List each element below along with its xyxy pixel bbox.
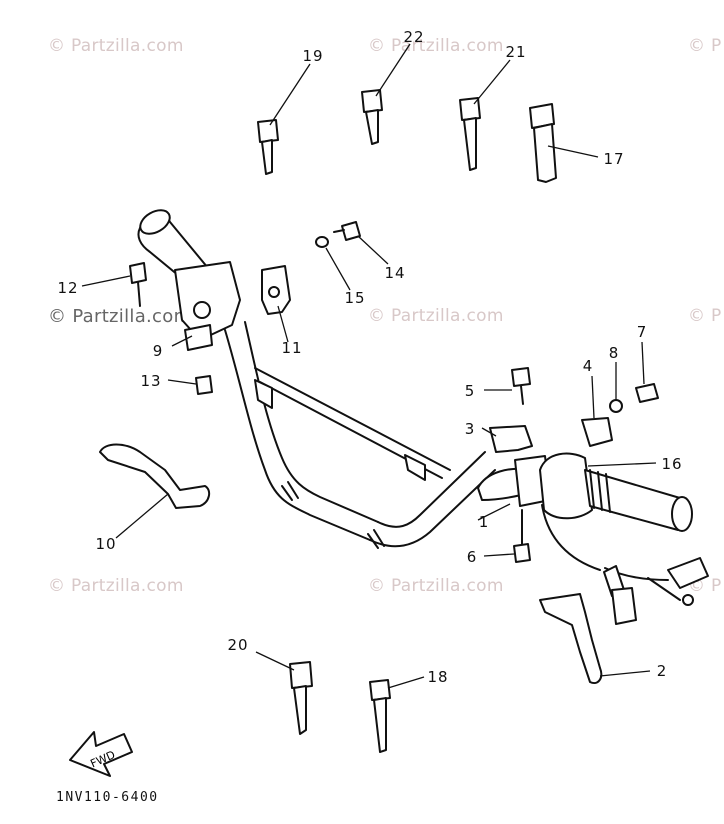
callout-11: 11 [281, 339, 303, 357]
callout-16: 16 [661, 455, 683, 473]
leader-lines [81, 43, 657, 689]
handlebar [129, 209, 709, 625]
callout-4: 4 [582, 357, 594, 375]
cable-tie-18 [369, 679, 391, 753]
brake-lever [539, 593, 603, 684]
callout-7: 7 [636, 323, 648, 341]
callout-1: 1 [478, 513, 490, 531]
cable-tie-19 [257, 119, 279, 175]
watermark: © Partzilla.com [48, 36, 184, 56]
watermark: © Partzilla.com [48, 306, 192, 327]
callout-5: 5 [464, 382, 476, 400]
cable-tie-22 [361, 89, 383, 145]
fwd-arrow-icon: FWD [69, 731, 133, 777]
drawing-number: 1NV110-6400 [56, 790, 159, 805]
callout-15: 15 [344, 289, 366, 307]
callout-19: 19 [302, 47, 324, 65]
callout-2: 2 [656, 662, 668, 680]
callout-8: 8 [608, 344, 620, 362]
watermark: © Partzilla.com [48, 576, 184, 596]
callout-22: 22 [403, 28, 425, 46]
callout-14: 14 [384, 264, 406, 282]
watermark: © P [688, 36, 722, 56]
cable-tie-21 [459, 97, 481, 171]
callout-9: 9 [152, 342, 164, 360]
clutch-lever [99, 443, 211, 509]
callout-12: 12 [57, 279, 79, 297]
callout-10: 10 [95, 535, 117, 553]
cable-tie-17 [529, 103, 557, 183]
cable-tie-20 [289, 661, 313, 735]
callout-13: 13 [140, 372, 162, 390]
callout-20: 20 [227, 636, 249, 654]
watermark: © Partzilla.com [368, 36, 504, 56]
watermark: © Partzilla.com [368, 576, 504, 596]
callout-3: 3 [464, 420, 476, 438]
watermark: © P [688, 306, 722, 326]
callout-17: 17 [603, 150, 625, 168]
callout-18: 18 [427, 668, 449, 686]
callout-21: 21 [505, 43, 527, 61]
callout-6: 6 [466, 548, 478, 566]
watermark: © Partzilla.com [368, 306, 504, 326]
